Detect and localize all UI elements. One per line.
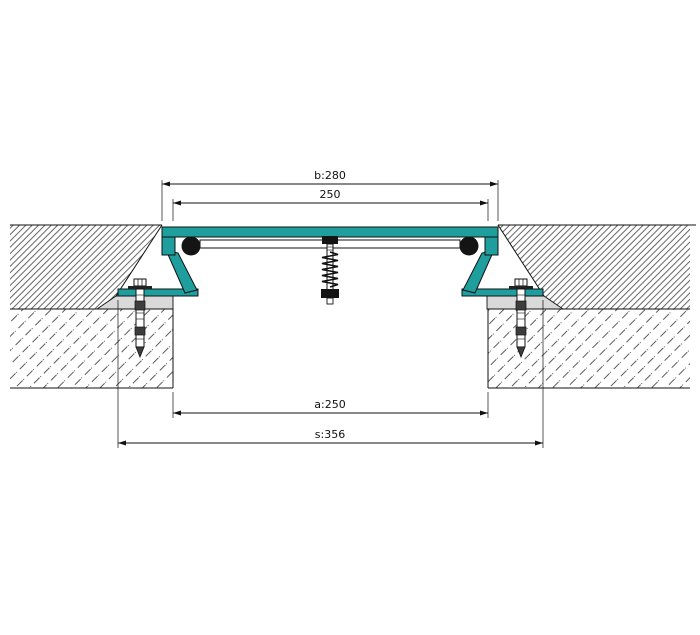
substrate-layers: [10, 224, 696, 389]
dimension-arrow: [162, 181, 170, 187]
cover-top-plate: [161, 226, 499, 238]
rod-stub: [326, 297, 334, 305]
dimension-joint-bottom: a:250: [172, 392, 489, 418]
dimension-arrow: [535, 440, 543, 446]
spring-assembly: [321, 236, 339, 305]
spring-top-block: [322, 236, 338, 244]
dimension-label-b280: b:280: [314, 169, 346, 182]
joint-gap: [173, 296, 488, 388]
spring-nut: [321, 289, 339, 298]
dimension-overall: s:356: [117, 300, 544, 448]
spring-coil: [321, 251, 339, 288]
dimension-arrow: [173, 200, 181, 206]
side-frame-right-flange: [461, 288, 544, 297]
rubber-gasket-right: [459, 236, 479, 256]
dimension-arrow: [480, 200, 488, 206]
dimension-arrow: [480, 410, 488, 416]
dimension-label-a250: a:250: [314, 398, 345, 411]
dimension-label-s356: s:356: [315, 428, 345, 441]
dimension-joint-top: 250: [172, 188, 489, 221]
dimension-top-width: b:280: [161, 169, 499, 221]
dimension-arrow: [118, 440, 126, 446]
concrete-edges: [10, 224, 696, 389]
rubber-gasket-left: [181, 236, 201, 256]
dimension-arrow: [173, 410, 181, 416]
side-frame-left-flange: [117, 288, 199, 297]
dimension-arrow: [490, 181, 498, 187]
dimension-label-250: 250: [320, 188, 341, 201]
